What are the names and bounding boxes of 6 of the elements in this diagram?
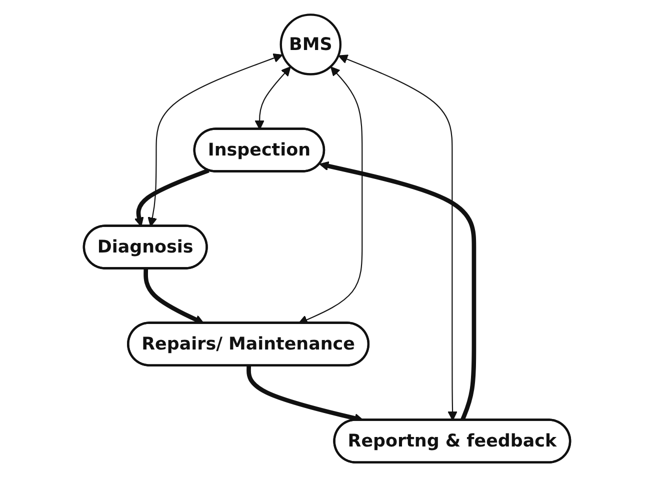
arrow	[148, 53, 283, 227]
arrow	[134, 168, 210, 227]
arrow	[254, 66, 291, 130]
arrow	[338, 54, 458, 421]
arrow	[144, 268, 204, 324]
node-circle: BMS	[280, 14, 342, 76]
